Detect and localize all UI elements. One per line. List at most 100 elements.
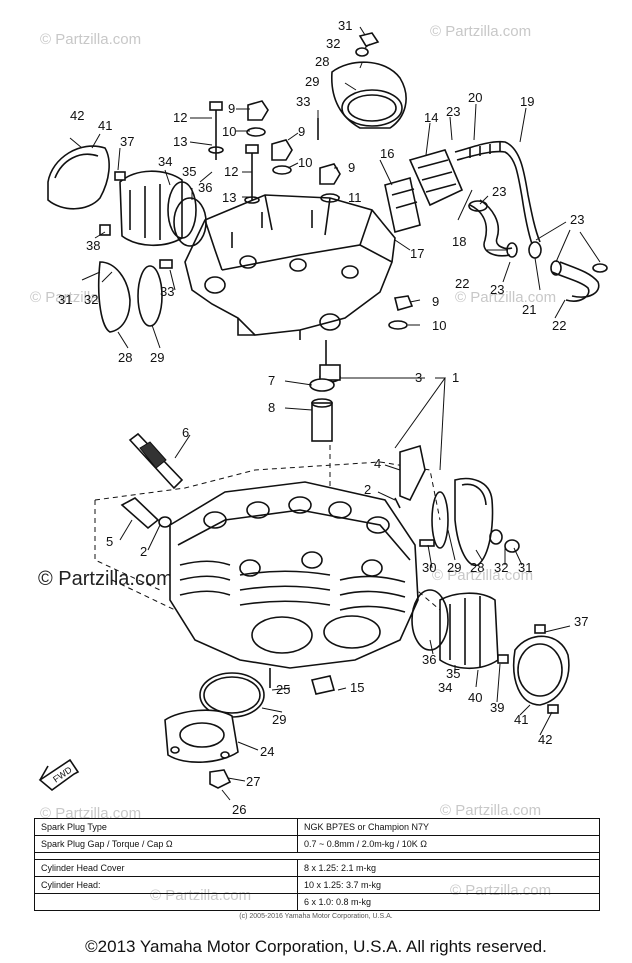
forward-arrow: FWD (38, 758, 80, 792)
callout-36: 36 (422, 652, 436, 667)
watermark: © Partzilla.com (40, 805, 141, 822)
copyright-notice: ©2013 Yamaha Motor Corporation, U.S.A. A… (85, 937, 547, 956)
table-row: Spark Plug Gap / Torque / Cap Ω 0.7 ~ 0.… (34, 835, 600, 853)
spec-value: 10 x 1.25: 3.7 m-kg (297, 876, 600, 894)
callout-1: 1 (452, 370, 459, 385)
callout-9: 9 (228, 101, 235, 116)
table-copyright: (c) 2005-2016 Yamaha Motor Corporation, … (239, 913, 393, 920)
watermark: © Partzilla.com (440, 802, 541, 819)
callout-16: 16 (380, 146, 394, 161)
spec-value: NGK BP7ES or Champion N7Y (297, 818, 600, 836)
callout-15: 15 (350, 680, 364, 695)
callout-23: 23 (570, 212, 584, 227)
callout-12: 12 (173, 110, 187, 125)
spark-plugs (120, 432, 426, 530)
callout-39: 39 (490, 700, 504, 715)
callout-33: 33 (160, 284, 174, 299)
callout-19: 19 (520, 94, 534, 109)
callout-37: 37 (574, 614, 588, 629)
callout-22: 22 (455, 276, 469, 291)
oil-hose (454, 140, 541, 245)
callout-28: 28 (315, 54, 329, 69)
callout-29: 29 (150, 350, 164, 365)
top-cam-cover (331, 32, 407, 129)
callout-34: 34 (158, 154, 172, 169)
callout-23: 23 (490, 282, 504, 297)
callout-33: 33 (296, 94, 310, 109)
callout-3: 3 (415, 370, 422, 385)
callout-31: 31 (58, 292, 72, 307)
callout-32: 32 (84, 292, 98, 307)
callout-29: 29 (305, 74, 319, 89)
callout-36: 36 (198, 180, 212, 195)
spec-value: 0.7 ~ 0.8mm / 2.0m-kg / 10K Ω (297, 835, 600, 853)
callout-29: 29 (447, 560, 461, 575)
callout-18: 18 (452, 234, 466, 249)
callout-2: 2 (364, 482, 371, 497)
callout-42: 42 (70, 108, 84, 123)
callout-41: 41 (514, 712, 528, 727)
spec-value: 6 x 1.0: 0.8 m-kg (297, 893, 600, 911)
callout-8: 8 (268, 400, 275, 415)
breather-assembly (384, 149, 464, 234)
callout-30: 30 (422, 560, 436, 575)
callout-37: 37 (120, 134, 134, 149)
callout-10: 10 (222, 124, 236, 139)
callout-7: 7 (268, 373, 275, 388)
callout-9: 9 (348, 160, 355, 175)
callout-10: 10 (298, 155, 312, 170)
watermark: © Partzilla.com (40, 31, 141, 48)
callout-17: 17 (410, 246, 424, 261)
leader-lines (69, 26, 601, 801)
callout-29: 29 (272, 712, 286, 727)
callout-34: 34 (438, 680, 452, 695)
callout-11: 11 (348, 190, 362, 205)
callout-20: 20 (468, 90, 482, 105)
table-row-spacer (34, 852, 600, 860)
callout-6: 6 (182, 425, 189, 440)
callout-35: 35 (446, 666, 460, 681)
valve-lifter (309, 340, 341, 442)
callout-21: 21 (522, 302, 536, 317)
callout-23: 23 (446, 104, 460, 119)
table-row: Spark Plug Type NGK BP7ES or Champion N7… (34, 818, 600, 836)
callout-13: 13 (173, 134, 187, 149)
callout-31: 31 (518, 560, 532, 575)
spec-label: Spark Plug Gap / Torque / Cap Ω (34, 835, 298, 853)
callout-2: 2 (140, 544, 147, 559)
callout-28: 28 (470, 560, 484, 575)
spec-value: 8 x 1.25: 2.1 m-kg (297, 859, 600, 877)
callout-25: 25 (276, 682, 290, 697)
callout-labels: 31 32 28 29 33 12 13 9 10 9 10 12 13 9 1… (58, 18, 588, 817)
callout-14: 14 (424, 110, 438, 125)
callout-13: 13 (222, 190, 236, 205)
callout-10: 10 (432, 318, 446, 333)
oil-pipes (468, 199, 608, 302)
watermark: © Partzilla.com (430, 23, 531, 40)
callout-28: 28 (118, 350, 132, 365)
watermark-main: © Partzilla.com (38, 568, 173, 590)
callout-5: 5 (106, 534, 113, 549)
table-row: Cylinder Head: 10 x 1.25: 3.7 m-kg (34, 876, 600, 894)
spec-label: Cylinder Head Cover (34, 859, 298, 877)
callout-32: 32 (326, 36, 340, 51)
camshaft-housing (184, 194, 396, 340)
callout-12: 12 (224, 164, 238, 179)
torque-spec-table: Spark Plug Type NGK BP7ES or Champion N7… (34, 818, 600, 911)
callout-41: 41 (98, 118, 112, 133)
callout-9: 9 (298, 124, 305, 139)
spec-label (34, 893, 298, 911)
callout-24: 24 (260, 744, 274, 759)
callout-38: 38 (86, 238, 100, 253)
callout-9: 9 (432, 294, 439, 309)
callout-23: 23 (492, 184, 506, 199)
table-row: Cylinder Head Cover 8 x 1.25: 2.1 m-kg (34, 859, 600, 877)
callout-31: 31 (338, 18, 352, 33)
left-cam-cover (47, 145, 207, 333)
spec-label: Cylinder Head: (34, 876, 298, 894)
callout-42: 42 (538, 732, 552, 747)
cylinder-head (169, 481, 419, 669)
watermark: © Partzilla.com (455, 289, 556, 306)
callout-26: 26 (232, 802, 246, 817)
callout-27: 27 (246, 774, 260, 789)
